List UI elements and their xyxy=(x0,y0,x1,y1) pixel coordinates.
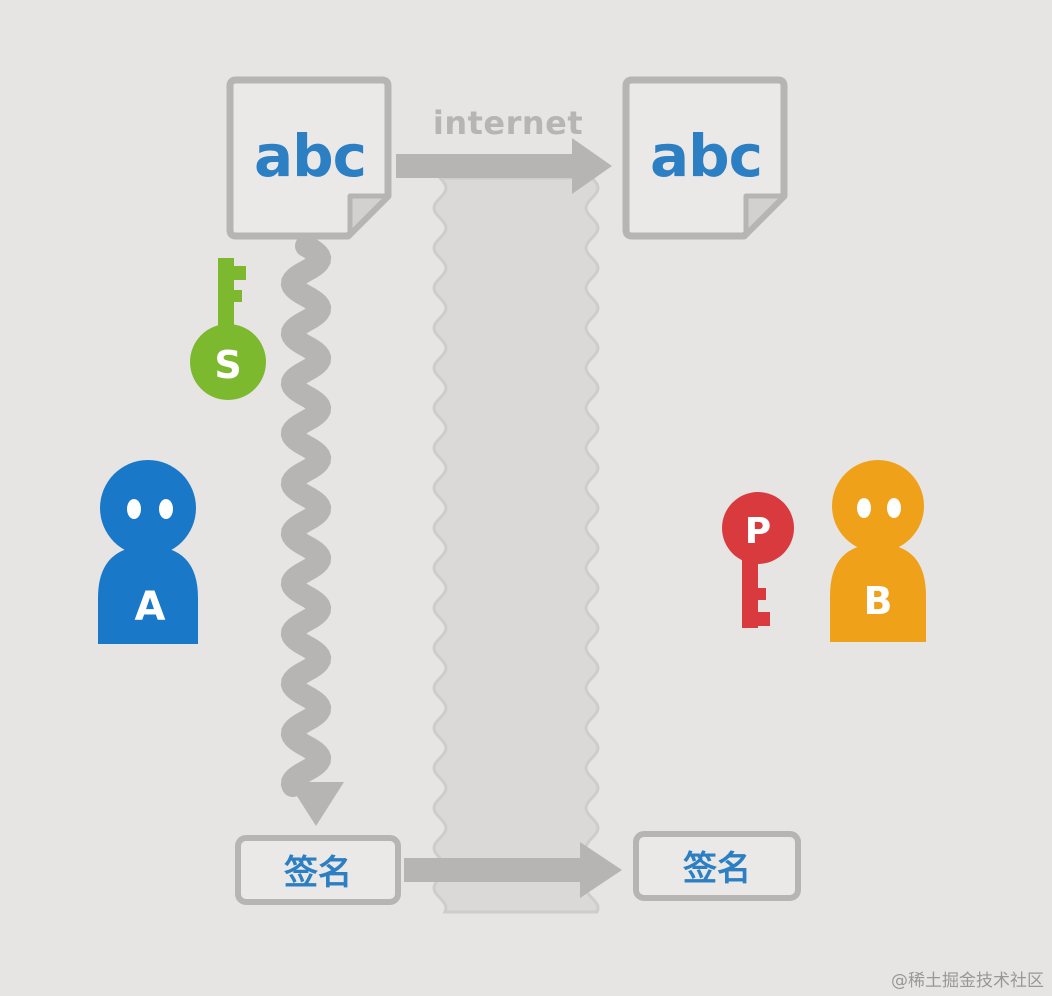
document-b-text: abc xyxy=(650,122,762,190)
signature-a-label: 签名 xyxy=(284,853,352,893)
person-b-letter: B xyxy=(864,579,893,623)
person-a-letter: A xyxy=(135,584,166,630)
document-b: abc xyxy=(622,76,788,240)
internet-label: internet xyxy=(433,104,583,142)
internet-channel xyxy=(432,176,600,914)
signature-b-label: 签名 xyxy=(683,849,751,889)
public-key-letter: P xyxy=(745,511,771,552)
document-transfer-arrow xyxy=(396,138,612,194)
document-a: abc xyxy=(226,76,392,240)
document-a-text: abc xyxy=(254,122,366,190)
public-key-icon: P xyxy=(722,492,794,628)
signature-transfer-arrow xyxy=(404,842,622,898)
signing-wavy-arrow xyxy=(280,235,344,826)
person-b-icon: B xyxy=(830,460,926,642)
secret-key-letter: S xyxy=(214,343,241,387)
secret-key-icon: S xyxy=(190,258,266,400)
person-a-icon: A xyxy=(98,460,198,644)
watermark: @稀土掘金技术社区 xyxy=(891,971,1044,991)
signature-a: 签名 xyxy=(235,835,401,905)
signature-b: 签名 xyxy=(633,831,801,901)
